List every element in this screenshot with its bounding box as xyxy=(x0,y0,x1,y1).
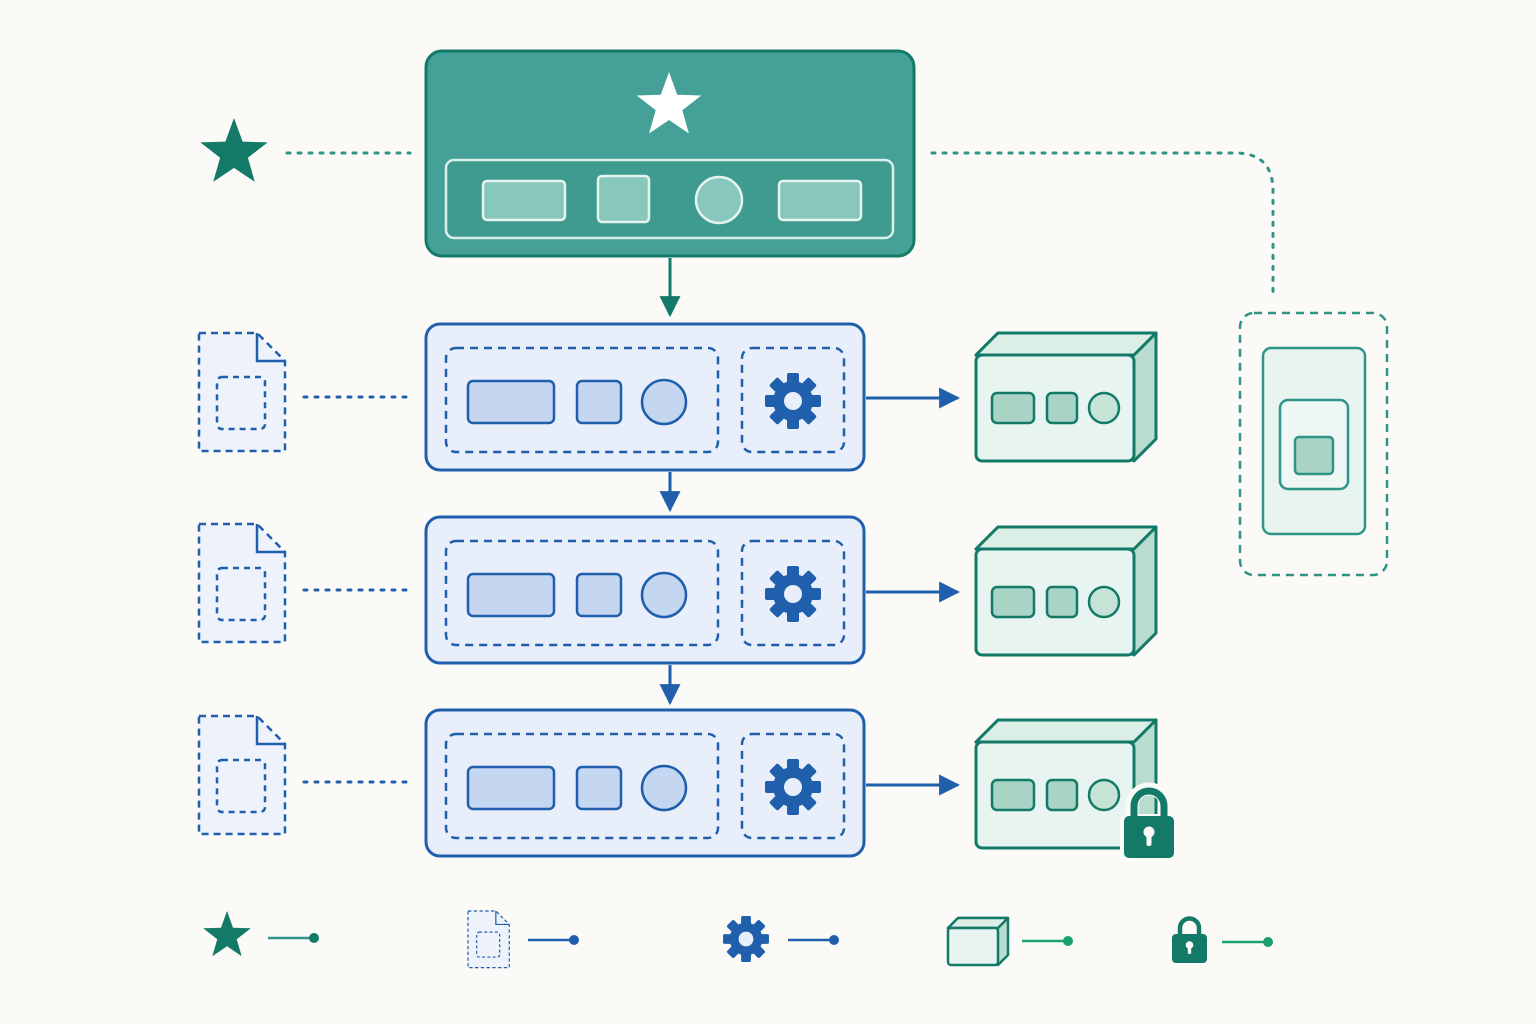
lock-icon xyxy=(1120,782,1178,862)
device-icon xyxy=(1238,311,1389,577)
document-icon xyxy=(467,910,510,969)
star-icon xyxy=(200,118,268,182)
legend-item xyxy=(467,910,579,969)
document-icon xyxy=(197,522,287,644)
legend-item xyxy=(723,916,839,962)
stage-row xyxy=(197,708,1178,862)
box-icon xyxy=(974,525,1158,657)
gear-icon xyxy=(765,373,821,429)
document-icon xyxy=(197,331,287,453)
connector-dotted xyxy=(930,151,1275,300)
gear-icon xyxy=(723,916,769,962)
toolbar-slot xyxy=(777,179,863,222)
toolbar-slot xyxy=(694,175,744,225)
box-icon xyxy=(946,916,1010,967)
legend xyxy=(203,910,1273,969)
document-icon xyxy=(197,714,287,836)
star-icon xyxy=(636,72,702,134)
header-block xyxy=(424,49,916,258)
star-icon xyxy=(203,911,251,957)
gear-icon xyxy=(765,566,821,622)
box-icon xyxy=(974,331,1158,463)
lock-icon xyxy=(1172,916,1207,963)
stage-row xyxy=(197,322,1158,472)
toolbar-slot xyxy=(596,174,651,224)
legend-item xyxy=(203,911,319,957)
stage-row xyxy=(197,515,1158,665)
gear-icon xyxy=(765,759,821,815)
toolbar-slot xyxy=(481,179,567,222)
legend-item xyxy=(946,916,1073,967)
legend-item xyxy=(1172,916,1273,963)
